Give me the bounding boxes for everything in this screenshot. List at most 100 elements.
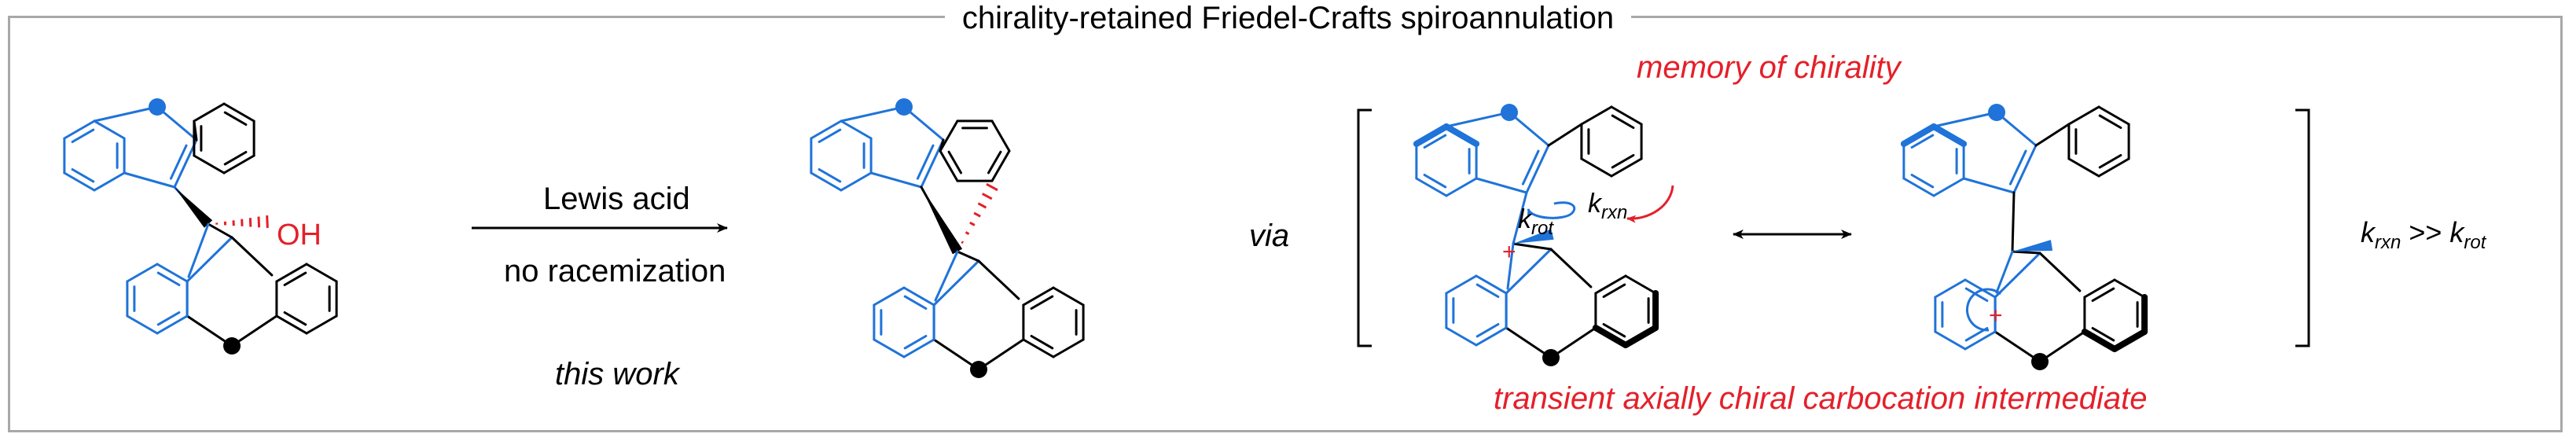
double-bond-inner	[71, 128, 95, 143]
bottom-heteroatom-dot	[2031, 353, 2049, 370]
ring-bond	[1900, 123, 1937, 147]
ring-bond	[1445, 274, 1478, 295]
ring-bond	[810, 171, 843, 192]
ring-bond	[2067, 105, 2100, 126]
double-bond-inner	[1030, 335, 1054, 350]
ring-bond	[1445, 111, 1511, 128]
wedge-bond	[175, 187, 213, 228]
ring-bond	[902, 286, 935, 307]
ring-bond	[1934, 278, 1967, 299]
memory-of-chirality-label: memory of chirality	[1637, 50, 1901, 85]
bond	[934, 250, 959, 302]
ring-bond	[222, 102, 255, 123]
double-bond-inner	[2091, 287, 2115, 302]
bond	[2011, 250, 2041, 255]
double-bond-inner	[169, 144, 188, 180]
bond	[2034, 123, 2071, 147]
ring-bond	[1549, 326, 1597, 359]
ring-bond	[2038, 252, 2082, 292]
ring-bond	[1594, 274, 1627, 295]
ring-bond	[1902, 177, 1935, 197]
ring-bond	[126, 263, 159, 283]
top-heteroatom-dot	[1988, 104, 2005, 121]
double-bond-inner	[1964, 287, 1989, 302]
ring-bond	[840, 119, 873, 140]
bond	[187, 222, 210, 278]
ring-bond	[63, 171, 96, 192]
ring-bond	[2083, 278, 2116, 299]
ring-bond	[1580, 105, 1613, 126]
ring-bond	[977, 259, 1020, 300]
ring-bond	[810, 119, 843, 140]
ring-bond	[840, 171, 873, 192]
ring-bond	[1592, 325, 1629, 348]
wedge-bond	[1513, 229, 1554, 244]
ring-bond	[1994, 330, 2041, 363]
ring-bond	[2097, 157, 2130, 178]
ring-bond	[1622, 325, 1659, 348]
ring-bond	[920, 138, 945, 189]
ring-bond	[2067, 157, 2100, 178]
double-bond-inner	[1602, 283, 1626, 298]
this-work-label: this work	[555, 357, 679, 391]
double-bond-inner	[1521, 149, 1540, 186]
condition-label: no racemization	[504, 254, 726, 288]
double-bond-inner	[283, 311, 307, 326]
ring-bond	[1505, 248, 1553, 295]
intermediate-label: transient axially chiral carbocation int…	[1494, 381, 2148, 416]
ring-bond	[1052, 286, 1085, 307]
hydroxyl-hashed-bond	[215, 215, 269, 229]
ring-bond	[2012, 144, 2038, 194]
bottom-heteroatom-dot	[970, 361, 987, 378]
ring-bond	[230, 314, 278, 347]
ring-bond	[173, 138, 198, 189]
bottom-heteroatom-dot	[1542, 349, 1560, 366]
ring-bond	[1475, 326, 1508, 347]
double-bond-inner	[903, 335, 928, 350]
ring-bond	[93, 171, 126, 192]
ring-bond	[990, 119, 1011, 153]
ring-bond	[222, 154, 255, 175]
rate-relation: krxn >> krot	[2361, 216, 2486, 254]
ring-bond	[932, 259, 980, 307]
double-bond-inner	[1030, 295, 1054, 310]
double-bond-inner	[2098, 114, 2122, 129]
ring-bond	[1505, 326, 1553, 359]
double-bond-inner	[283, 271, 307, 286]
double-bond-inner	[2098, 154, 2122, 169]
ring-bond	[977, 338, 1025, 371]
ring-bond	[305, 263, 338, 283]
double-bond-inner	[916, 144, 935, 180]
ring-bond	[990, 149, 1011, 182]
ring-bond	[193, 154, 226, 175]
reagent-label: Lewis acid	[543, 182, 690, 216]
top-heteroatom-dot	[895, 98, 913, 116]
bond	[956, 250, 980, 263]
double-bond-inner	[818, 128, 842, 143]
k-rot-label: krot	[1518, 204, 1554, 239]
ring-bond	[1610, 105, 1643, 126]
ring-bond	[1525, 144, 1550, 194]
bond	[1506, 242, 1515, 290]
molecule-structures	[63, 98, 2148, 378]
bond	[1547, 123, 1583, 147]
ring-bond	[932, 338, 980, 371]
ring-bond	[1445, 326, 1478, 347]
ring-bond	[1964, 278, 1997, 299]
top-heteroatom-dot	[1501, 104, 1518, 121]
ring-bond	[275, 314, 308, 335]
double-bond-inner	[987, 150, 1002, 175]
delocalisation-arc	[1965, 288, 2001, 332]
cation-plus-sign-ring: +	[1989, 303, 2003, 329]
ring-bond	[126, 314, 159, 335]
double-bond-inner	[71, 168, 95, 183]
double-bond-inner	[156, 271, 181, 286]
ring-bond	[186, 314, 233, 347]
double-bond-inner	[1423, 174, 1447, 189]
ring-bond	[1580, 157, 1613, 178]
ring-bond	[1443, 123, 1480, 147]
ring-bond	[93, 105, 159, 123]
red-curved-arrow	[1626, 185, 1674, 223]
double-bond-inner	[1611, 114, 1635, 129]
double-bond-inner	[2008, 149, 2027, 186]
